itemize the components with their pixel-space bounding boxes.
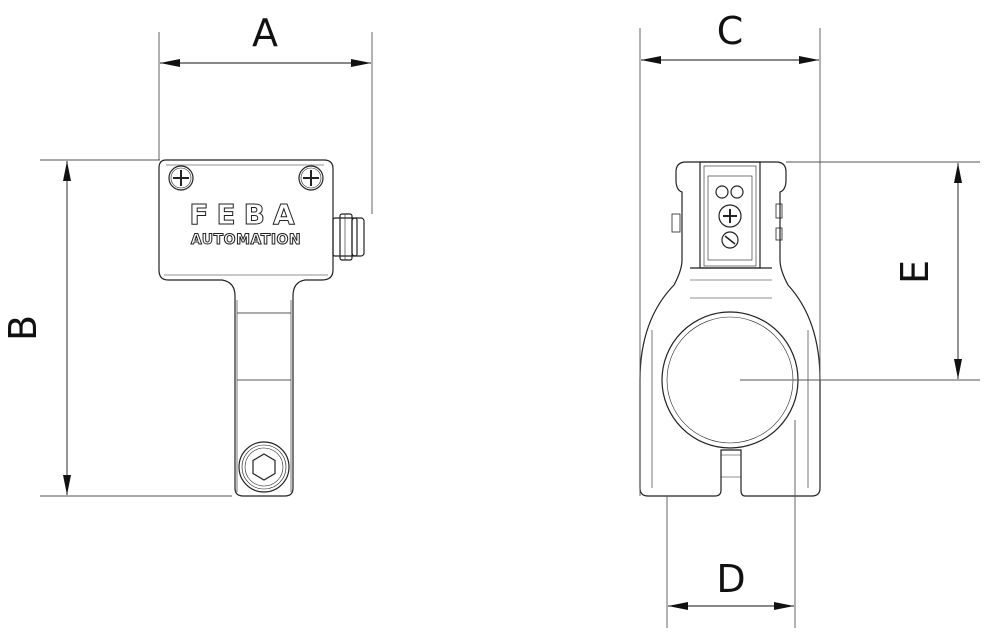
screw-icon (168, 165, 194, 191)
dimension-label-c: C (717, 9, 744, 53)
brand-logo-subtext: AUTOMATION (191, 232, 301, 248)
screw-icon (298, 165, 324, 191)
side-view (639, 161, 821, 497)
dimension-label-e: E (893, 260, 937, 284)
dimension-lines (40, 28, 980, 628)
front-view (158, 159, 365, 497)
connector-icon (332, 213, 365, 261)
adjust-screw-icon (721, 231, 739, 249)
dimension-label-d: D (716, 557, 745, 601)
dimension-label-a: A (252, 11, 278, 55)
brand-logo-text: FEBA (189, 198, 302, 231)
dimension-label-b: B (1, 315, 45, 341)
hex-bolt-icon (238, 441, 290, 493)
led-indicator-icon (715, 185, 744, 199)
plus-button-icon (718, 204, 742, 228)
